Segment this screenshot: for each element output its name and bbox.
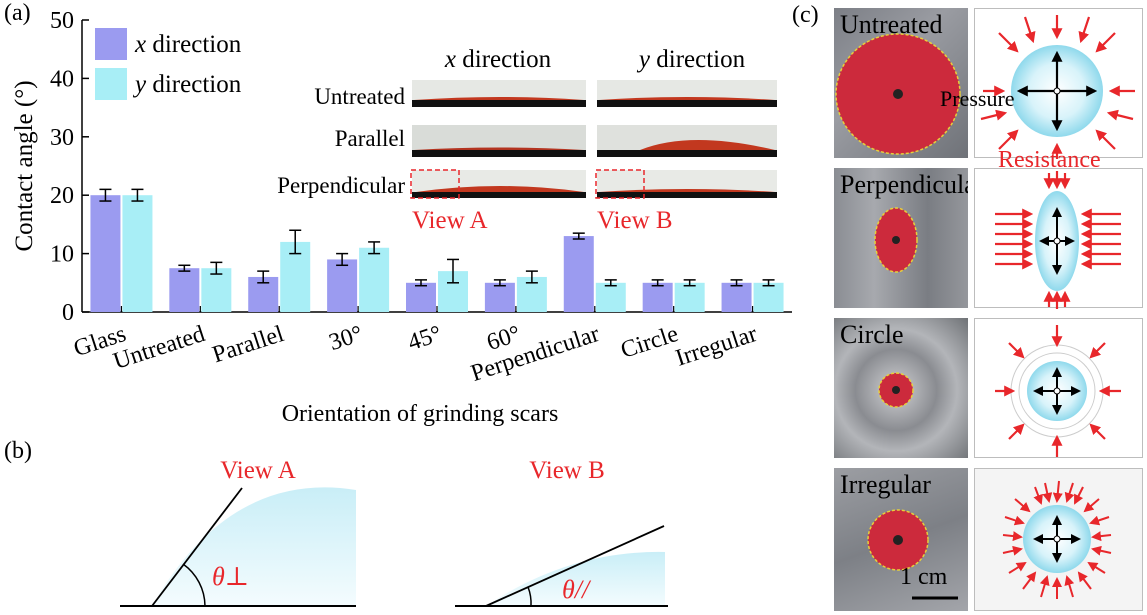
scale-bar-label: 1 cm	[900, 564, 948, 590]
inset-view-b-label: View B	[597, 207, 673, 234]
inset-photo	[597, 125, 777, 157]
y-tick-label: 0	[62, 300, 74, 326]
contact-angle-schematic: View A θ⊥ View B θ//	[120, 457, 668, 607]
theta-parallel: θ//	[562, 575, 592, 604]
photo-label-untreated: Untreated	[840, 10, 943, 39]
droplet-profile	[486, 551, 665, 606]
photo-perpendicular: Perpendicular	[834, 168, 968, 308]
photo-label-perpendicular: Perpendicular	[840, 170, 968, 199]
tangent-line	[485, 525, 665, 607]
schematic-view-b-label: View B	[529, 457, 605, 484]
x-tick-label: Parallel	[209, 321, 287, 368]
panel-label-a: (a)	[4, 0, 31, 26]
inset-row-untreated: Untreated	[314, 84, 405, 109]
bar-x-direction	[406, 282, 436, 312]
x-tick-label: Circle	[618, 321, 682, 364]
y-tick-label: 50	[50, 8, 74, 34]
y-tick-label: 10	[50, 242, 74, 268]
force-diagram-circle	[974, 318, 1143, 458]
legend-swatch-x	[95, 28, 127, 60]
bar-y-direction	[595, 282, 626, 312]
bar-y-direction	[674, 282, 705, 312]
inset-photo	[412, 170, 586, 198]
photo-irregular: Irregular 1 cm	[834, 468, 968, 611]
x-tick-label: 30°	[326, 321, 366, 356]
inset-droplet-images: x direction y direction Untreated Parall…	[277, 46, 777, 234]
theta-perpendicular: θ⊥	[212, 562, 249, 591]
y-tick-label: 30	[50, 125, 74, 151]
bar-y-direction	[359, 247, 390, 312]
label-pressure: Pressure	[940, 86, 1015, 111]
angle-arc	[182, 563, 206, 607]
photo-label-irregular: Irregular	[840, 470, 931, 499]
y-axis-label: Contact angle (°)	[11, 80, 38, 251]
legend-label-x: x direction	[134, 31, 242, 58]
inset-row-parallel: Parallel	[335, 126, 405, 151]
inset-photo	[412, 80, 586, 107]
bar-y-direction	[122, 195, 153, 312]
inset-photo	[597, 170, 777, 198]
tangent-line	[151, 487, 243, 607]
bar-x-direction	[90, 195, 121, 312]
bar-x-direction	[484, 282, 515, 312]
inset-row-perpendicular: Perpendicular	[277, 173, 405, 198]
x-tick-label: Irregular	[673, 321, 761, 372]
inset-view-a-label: View A	[412, 207, 488, 234]
legend: x direction y direction	[95, 28, 242, 100]
view-a-box	[410, 169, 460, 199]
legend-swatch-y	[95, 68, 127, 100]
y-tick-label: 40	[50, 66, 74, 92]
photo-label-circle: Circle	[840, 320, 904, 349]
angle-arc	[527, 586, 532, 607]
force-diagram-perpendicular	[974, 168, 1143, 309]
bar-x-direction	[642, 282, 673, 312]
bar-x-direction	[563, 236, 594, 312]
panel-label-b: (b)	[4, 438, 32, 464]
panel-label-c: (c)	[792, 2, 819, 28]
y-tick-label: 20	[50, 183, 74, 209]
photo-circle: Circle	[834, 318, 968, 458]
inset-photo	[412, 125, 586, 157]
inset-column-x: x direction	[444, 46, 552, 73]
schematic-view-a: View A θ⊥	[120, 457, 356, 607]
bar-x-direction	[327, 259, 358, 312]
inset-photo	[597, 80, 777, 107]
x-tick-label: 45°	[405, 321, 445, 356]
schematic-view-b: View B θ//	[455, 457, 668, 607]
force-diagram-untreated	[974, 8, 1143, 159]
x-tick-label: Untreated	[110, 321, 208, 375]
bar-y-direction	[201, 268, 232, 312]
bar-y-direction	[753, 282, 784, 312]
photo-untreated: Untreated	[834, 8, 968, 158]
view-b-box	[595, 169, 645, 199]
inset-column-y: y direction	[636, 46, 746, 73]
droplet-profile	[152, 487, 356, 606]
x-axis-label: Orientation of grinding scars	[282, 401, 559, 427]
force-diagram-irregular	[974, 468, 1143, 611]
bar-x-direction	[721, 282, 752, 312]
legend-label-y: y direction	[132, 71, 242, 98]
bar-x-direction	[169, 268, 200, 312]
schematic-view-a-label: View A	[220, 457, 296, 484]
